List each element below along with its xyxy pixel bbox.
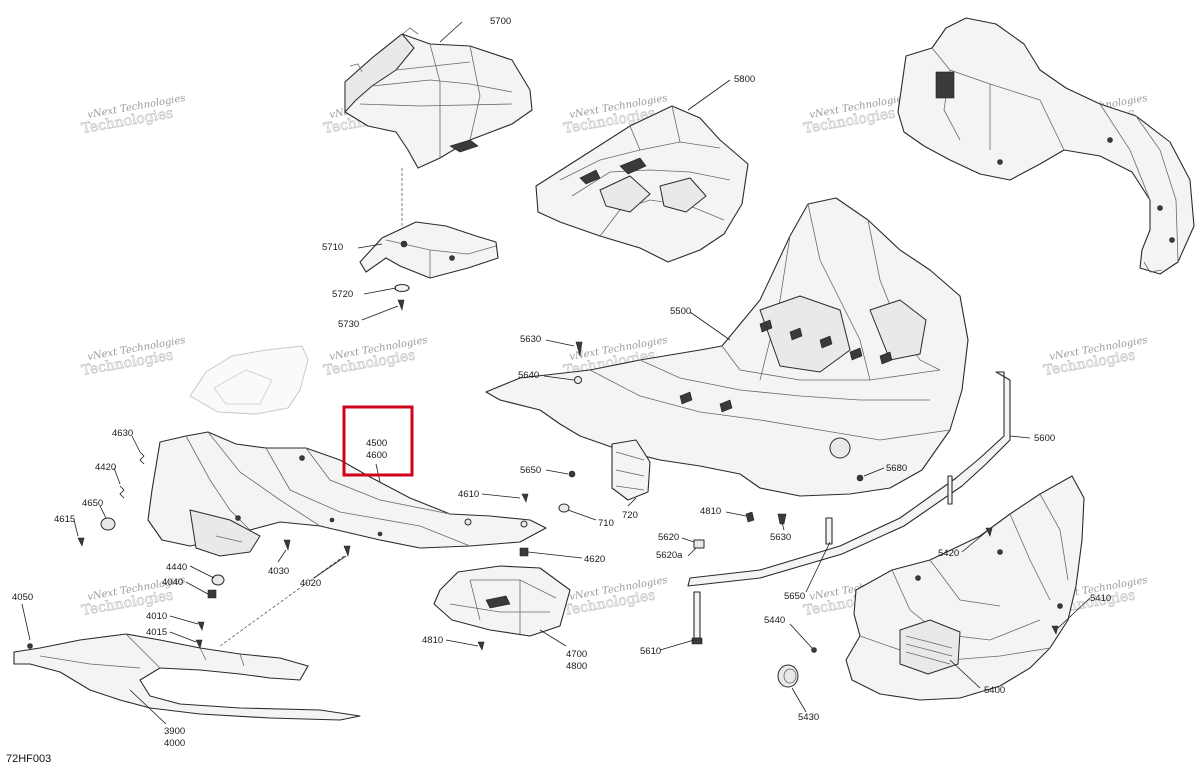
callout-5720[interactable]: 5720 xyxy=(332,289,353,300)
part-4500-side-panel[interactable] xyxy=(147,431,547,557)
part-5630-bolt-bottom[interactable] xyxy=(777,513,787,525)
callout-5440[interactable]: 5440 xyxy=(764,615,785,626)
part-4030-screw[interactable] xyxy=(283,539,291,552)
part-5680-bolt[interactable] xyxy=(856,474,864,482)
callout-5410[interactable]: 5410 xyxy=(1090,593,1111,604)
callout-4040[interactable]: 4040 xyxy=(162,577,183,588)
callout-4810-b[interactable]: 4810 xyxy=(422,635,443,646)
callout-4810-a[interactable]: 4810 xyxy=(700,506,721,517)
ghost-fender-outline xyxy=(189,345,309,415)
part-4440-grommet[interactable] xyxy=(211,574,225,586)
callout-3900[interactable]: 3900 xyxy=(164,726,185,737)
callout-5710[interactable]: 5710 xyxy=(322,242,343,253)
part-4810-screw-b[interactable] xyxy=(477,641,485,651)
part-5650-bolt-a[interactable] xyxy=(568,470,576,478)
callout-5640[interactable]: 5640 xyxy=(518,370,539,381)
part-4700-skid-plate[interactable] xyxy=(433,565,571,637)
part-4615-screw[interactable] xyxy=(77,537,85,547)
part-5720-grommet[interactable] xyxy=(394,283,410,293)
callout-5630-top[interactable]: 5630 xyxy=(520,334,541,345)
part-4630-spring[interactable] xyxy=(139,451,145,465)
part-4650-grommet[interactable] xyxy=(100,517,116,531)
callout-5400[interactable]: 5400 xyxy=(984,685,1005,696)
callout-5680[interactable]: 5680 xyxy=(886,463,907,474)
assembly-line xyxy=(219,555,345,647)
callout-4650[interactable]: 4650 xyxy=(82,498,103,509)
callout-4010[interactable]: 4010 xyxy=(146,611,167,622)
callout-4500[interactable]: 4500 xyxy=(366,438,387,449)
callout-5700[interactable]: 5700 xyxy=(490,16,511,27)
callout-4020[interactable]: 4020 xyxy=(300,578,321,589)
callout-4615[interactable]: 4615 xyxy=(54,514,75,525)
callout-4440[interactable]: 4440 xyxy=(166,562,187,573)
diagram-reference-code: 72HF003 xyxy=(6,753,52,765)
callout-5430[interactable]: 5430 xyxy=(798,712,819,723)
callout-labels: 5700 5800 5710 5720 5730 5500 5630 5640 … xyxy=(12,16,1111,749)
callout-5800[interactable]: 5800 xyxy=(734,74,755,85)
callout-4420[interactable]: 4420 xyxy=(95,462,116,473)
part-4020-screw[interactable] xyxy=(343,545,351,558)
callout-5650-a[interactable]: 5650 xyxy=(520,465,541,476)
callout-5620a[interactable]: 5620a xyxy=(656,550,683,561)
part-5710-tray[interactable] xyxy=(359,221,499,279)
part-5600-rail[interactable] xyxy=(687,371,1011,587)
part-5610-bolt[interactable] xyxy=(691,591,703,645)
part-5700-cover[interactable] xyxy=(344,27,533,169)
callout-710[interactable]: 710 xyxy=(598,518,614,529)
callout-4000[interactable]: 4000 xyxy=(164,738,185,749)
part-4040-nut[interactable] xyxy=(207,589,217,599)
part-5500-main-body[interactable] xyxy=(485,197,969,501)
part-5430-plug[interactable] xyxy=(777,664,799,688)
part-5410-screw[interactable] xyxy=(1051,625,1059,635)
callout-4800[interactable]: 4800 xyxy=(566,661,587,672)
callout-5620[interactable]: 5620 xyxy=(658,532,679,543)
highlight-box[interactable] xyxy=(342,405,414,477)
callout-4600[interactable]: 4600 xyxy=(366,450,387,461)
callout-5730[interactable]: 5730 xyxy=(338,319,359,330)
part-3900-lower-rocker[interactable] xyxy=(13,633,361,721)
callout-4015[interactable]: 4015 xyxy=(146,627,167,638)
part-4620-clip[interactable] xyxy=(519,547,529,557)
callout-4610[interactable]: 4610 xyxy=(458,489,479,500)
callout-5420[interactable]: 5420 xyxy=(938,548,959,559)
callout-4630[interactable]: 4630 xyxy=(112,428,133,439)
part-4610-screw[interactable] xyxy=(521,493,529,503)
part-5400-rear-fascia[interactable] xyxy=(845,475,1085,701)
callout-4700[interactable]: 4700 xyxy=(566,649,587,660)
part-5730-screw[interactable] xyxy=(397,299,405,312)
callout-5630-bottom[interactable]: 5630 xyxy=(770,532,791,543)
part-4010-screw[interactable] xyxy=(197,621,205,631)
callout-5500[interactable]: 5500 xyxy=(670,306,691,317)
part-5630-bolt-top[interactable] xyxy=(575,341,583,357)
callout-720[interactable]: 720 xyxy=(622,510,638,521)
part-4420-spring[interactable] xyxy=(119,485,125,499)
callout-5600[interactable]: 5600 xyxy=(1034,433,1055,444)
part-5800-storage-tray[interactable] xyxy=(535,105,749,263)
callout-4030[interactable]: 4030 xyxy=(268,566,289,577)
callout-4050[interactable]: 4050 xyxy=(12,592,33,603)
part-5620-clip[interactable] xyxy=(693,539,705,549)
callout-4620[interactable]: 4620 xyxy=(584,554,605,565)
part-5640-nut[interactable] xyxy=(574,376,582,384)
callout-5610[interactable]: 5610 xyxy=(640,646,661,657)
part-5440-clip[interactable] xyxy=(811,647,817,653)
leader-lines xyxy=(21,21,1091,725)
front-fender-assembly[interactable] xyxy=(897,17,1195,275)
part-710-bolt[interactable] xyxy=(558,503,570,513)
callout-5650-b[interactable]: 5650 xyxy=(784,591,805,602)
part-5420-screw[interactable] xyxy=(985,527,993,537)
part-4015-screw[interactable] xyxy=(195,639,203,649)
part-4810-screw-a[interactable] xyxy=(745,511,755,523)
